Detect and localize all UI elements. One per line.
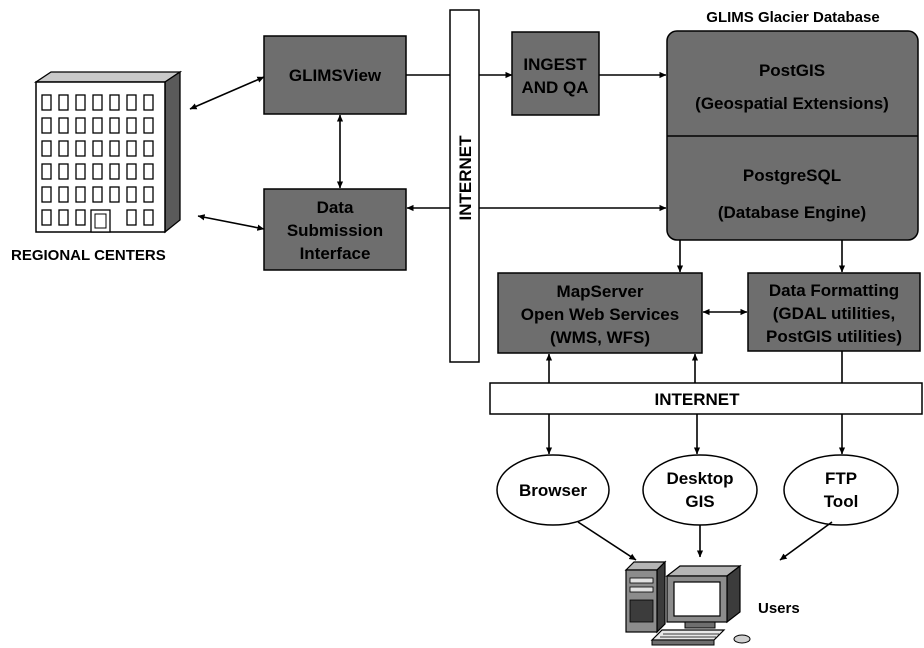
postgis-line1: PostGIS bbox=[759, 61, 825, 80]
building-window bbox=[58, 94, 69, 111]
building-window bbox=[58, 117, 69, 134]
glimsview-box: GLIMSView bbox=[263, 35, 407, 115]
building-window bbox=[109, 140, 120, 157]
building-window bbox=[75, 209, 86, 226]
internet-vertical-bar: INTERNET bbox=[449, 9, 480, 363]
building-window bbox=[143, 94, 154, 111]
desktop-gis-line1: Desktop bbox=[666, 469, 733, 488]
desktop-computer-icon bbox=[624, 560, 751, 646]
mapserver-line1: MapServer bbox=[557, 282, 644, 301]
desktop-gis-line2: GIS bbox=[685, 492, 714, 511]
arrow-ftp-users bbox=[779, 521, 833, 561]
building-window bbox=[75, 186, 86, 203]
internet-horizontal-bar: INTERNET bbox=[489, 382, 923, 415]
data-submission-interface-box: Data Submission Interface bbox=[263, 188, 407, 271]
data-formatting-line2: (GDAL utilities, bbox=[773, 304, 895, 323]
desktop-gis-oval: Desktop GIS bbox=[642, 454, 758, 526]
postgresql-line2: (Database Engine) bbox=[718, 203, 866, 222]
building-window bbox=[41, 117, 52, 134]
building-window bbox=[41, 209, 52, 226]
connectors bbox=[189, 71, 846, 561]
building-window bbox=[109, 94, 120, 111]
database-title: GLIMS Glacier Database bbox=[706, 9, 879, 26]
internet-horizontal-label: INTERNET bbox=[655, 390, 741, 409]
glimsview-label: GLIMSView bbox=[289, 66, 382, 85]
ingest-qa-line1: INGEST bbox=[523, 55, 587, 74]
building-window bbox=[126, 117, 137, 134]
postgresql-section: PostgreSQL (Database Engine) bbox=[718, 166, 866, 222]
building-window bbox=[75, 94, 86, 111]
building-window bbox=[109, 117, 120, 134]
building-window bbox=[41, 94, 52, 111]
building-window bbox=[92, 186, 103, 203]
building-window bbox=[143, 209, 154, 226]
arrow-building-submission bbox=[197, 214, 265, 231]
building-window bbox=[58, 140, 69, 157]
users-label: Users bbox=[758, 600, 800, 617]
building-window bbox=[92, 140, 103, 157]
building-window bbox=[143, 140, 154, 157]
data-formatting-box: Data Formatting (GDAL utilities, PostGIS… bbox=[747, 272, 921, 352]
building-window bbox=[126, 186, 137, 203]
building-window bbox=[143, 117, 154, 134]
browser-oval: Browser bbox=[496, 454, 610, 526]
building-window bbox=[75, 117, 86, 134]
arrow-building-glimsview bbox=[189, 76, 265, 110]
building-window bbox=[92, 163, 103, 180]
postgis-section: PostGIS (Geospatial Extensions) bbox=[695, 61, 889, 113]
browser-label: Browser bbox=[519, 481, 587, 500]
ftp-tool-line1: FTP bbox=[825, 469, 857, 488]
mapserver-line2: Open Web Services bbox=[521, 305, 679, 324]
building-window bbox=[58, 186, 69, 203]
regional-centers-label: REGIONAL CENTERS bbox=[11, 247, 166, 264]
building-window bbox=[109, 186, 120, 203]
building-window bbox=[58, 163, 69, 180]
building-window bbox=[92, 94, 103, 111]
arrow-browser-users bbox=[577, 521, 637, 561]
building-window bbox=[41, 186, 52, 203]
postgresql-line1: PostgreSQL bbox=[743, 166, 841, 185]
office-building-icon bbox=[33, 70, 183, 234]
ingest-qa-line2: AND QA bbox=[521, 78, 588, 97]
building-window bbox=[126, 140, 137, 157]
building-window bbox=[143, 186, 154, 203]
building-window bbox=[58, 209, 69, 226]
data-submission-line3: Interface bbox=[300, 244, 371, 263]
glims-database-box: PostGIS (Geospatial Extensions) PostgreS… bbox=[666, 30, 919, 241]
data-formatting-line3: PostGIS utilities) bbox=[766, 327, 902, 346]
ingest-qa-box: INGEST AND QA bbox=[511, 31, 600, 116]
postgis-line2: (Geospatial Extensions) bbox=[695, 94, 889, 113]
internet-vertical-label: INTERNET bbox=[456, 135, 475, 221]
ftp-tool-oval: FTP Tool bbox=[783, 454, 899, 526]
building-window bbox=[143, 163, 154, 180]
building-window bbox=[92, 117, 103, 134]
building-window bbox=[126, 94, 137, 111]
data-formatting-line1: Data Formatting bbox=[769, 281, 899, 300]
building-window bbox=[109, 163, 120, 180]
building-window bbox=[41, 163, 52, 180]
building-window bbox=[75, 163, 86, 180]
ftp-tool-line2: Tool bbox=[824, 492, 859, 511]
data-submission-line2: Submission bbox=[287, 221, 383, 240]
mapserver-box: MapServer Open Web Services (WMS, WFS) bbox=[497, 272, 703, 354]
data-submission-line1: Data bbox=[317, 198, 354, 217]
building-window bbox=[126, 209, 137, 226]
building-window bbox=[75, 140, 86, 157]
building-window bbox=[126, 163, 137, 180]
mapserver-line3: (WMS, WFS) bbox=[550, 328, 650, 347]
building-window bbox=[41, 140, 52, 157]
